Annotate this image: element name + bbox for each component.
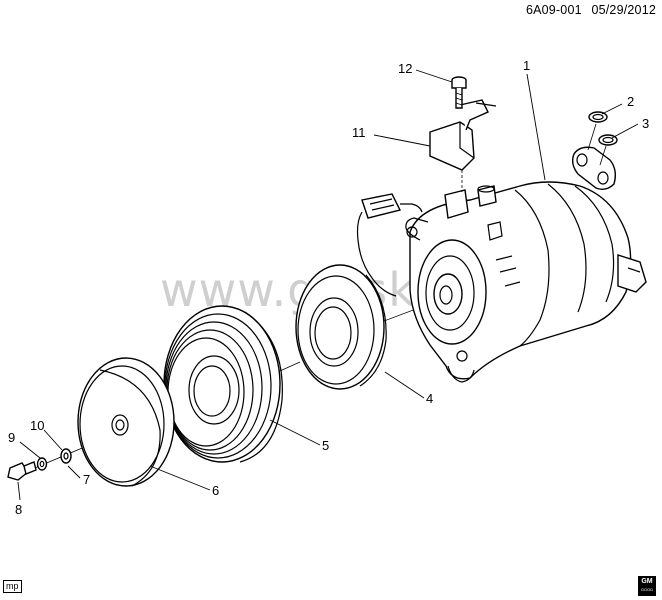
- compressor-body: [405, 146, 647, 383]
- drawing-header: 6A09-001 05/29/2012: [526, 3, 656, 17]
- mp-tag: mp: [3, 580, 22, 593]
- hub-fasteners: [7, 448, 72, 481]
- callout-numbers: 1 2 3 4 5 6 7 8 9 10 11 12: [8, 58, 649, 517]
- callout-10: 10: [30, 418, 44, 433]
- clutch-coil: [295, 264, 387, 390]
- callout-7: 7: [83, 472, 90, 487]
- bracket-part: [429, 99, 497, 192]
- gm-logo-text: GM: [641, 578, 653, 585]
- callout-6: 6: [212, 483, 219, 498]
- clutch-hub-plate: [77, 357, 175, 487]
- bolt-12: [451, 76, 467, 109]
- callout-3: 3: [642, 116, 649, 131]
- callout-1: 1: [523, 58, 530, 73]
- callout-11: 11: [352, 125, 366, 140]
- gm-logo: GM GOOD: [638, 576, 656, 596]
- callout-2: 2: [627, 94, 634, 109]
- compressor-wire-connector: [356, 193, 423, 297]
- gm-logo-subtext: GOOD: [640, 587, 654, 592]
- callout-4: 4: [426, 391, 433, 406]
- callout-9: 9: [8, 430, 15, 445]
- callout-leaders: [17, 69, 639, 501]
- drawing-code: 6A09-001: [525, 3, 582, 17]
- callout-5: 5: [322, 438, 329, 453]
- callout-12: 12: [398, 61, 412, 76]
- clutch-pulley: [163, 305, 283, 463]
- drawing-date: 05/29/2012: [591, 3, 656, 17]
- callout-8: 8: [15, 502, 22, 517]
